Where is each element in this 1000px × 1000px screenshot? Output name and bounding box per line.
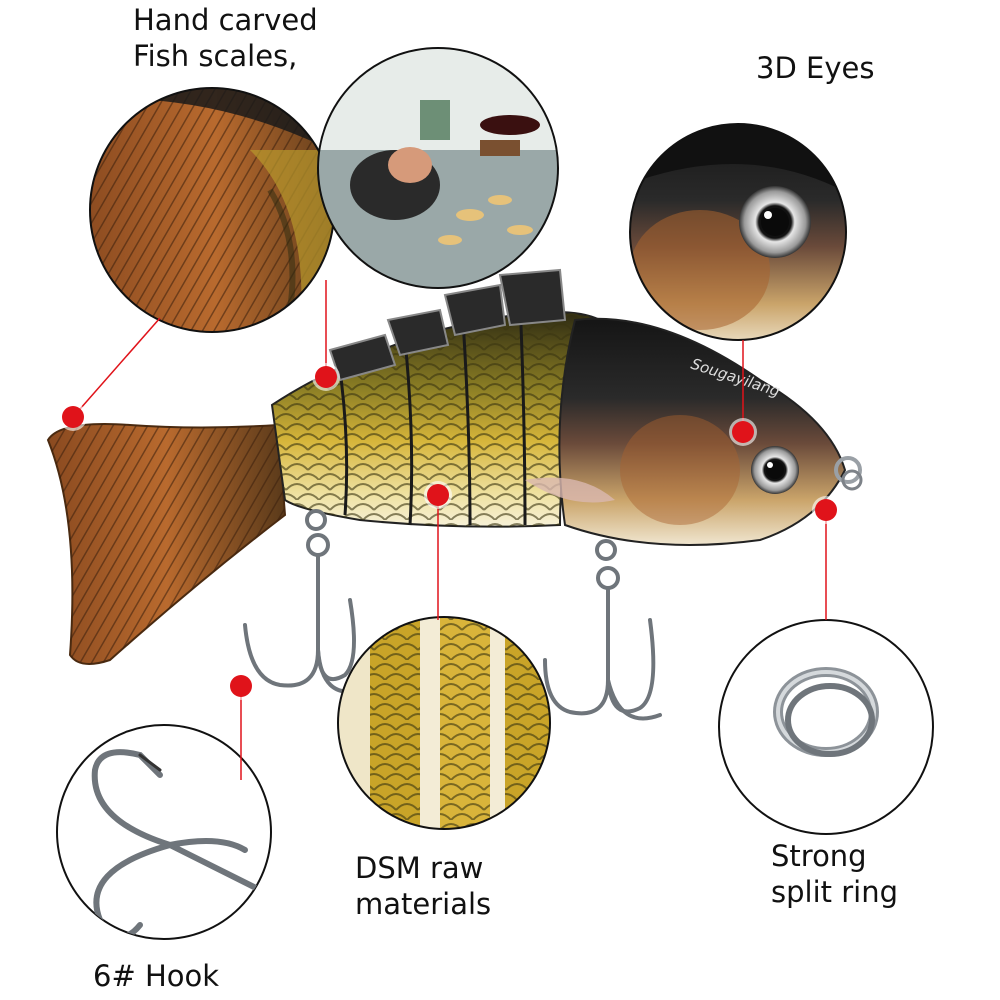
label-dsm-materials-line2: materials <box>355 887 492 922</box>
segment-joints <box>338 299 527 526</box>
label-fish-scales-line2: Fish scales, <box>133 39 298 74</box>
marker-dorsal <box>312 363 340 391</box>
label-split-ring: Strong split ring <box>771 838 898 911</box>
label-fish-scales: Hand carved Fish scales, <box>133 2 318 75</box>
callout-split-ring <box>718 619 934 835</box>
label-dsm-materials-line1: DSM raw <box>355 851 484 885</box>
marker-hook <box>227 672 255 700</box>
callout-eye-closeup <box>629 123 847 341</box>
marker-body <box>424 481 452 509</box>
label-3d-eyes: 3D Eyes <box>756 50 874 86</box>
leader-lines <box>72 280 827 780</box>
marker-dots <box>59 363 840 700</box>
rear-treble-hook <box>243 509 362 694</box>
label-split-ring-line2: split ring <box>771 875 898 910</box>
label-dsm-materials: DSM raw materials <box>355 850 491 923</box>
front-treble-hook <box>543 539 662 721</box>
label-hook-line1: 6# Hook <box>93 959 220 993</box>
callout-carving-photo <box>317 47 559 289</box>
label-fish-scales-line1: Hand carved <box>133 3 318 37</box>
nose-ring <box>834 456 862 484</box>
dorsal-plates <box>328 268 567 382</box>
callout-hook-closeup <box>56 724 272 940</box>
marker-eye <box>729 418 757 446</box>
label-3d-eyes-line1: 3D Eyes <box>756 51 875 85</box>
label-split-ring-line1: Strong <box>771 839 867 873</box>
label-hook: 6# Hook <box>93 958 219 994</box>
marker-nose <box>812 496 840 524</box>
callout-fin-closeup <box>89 87 335 333</box>
callout-materials-closeup <box>337 616 551 830</box>
marker-tail <box>59 403 87 431</box>
lure-body: Sougayilang <box>46 268 863 721</box>
